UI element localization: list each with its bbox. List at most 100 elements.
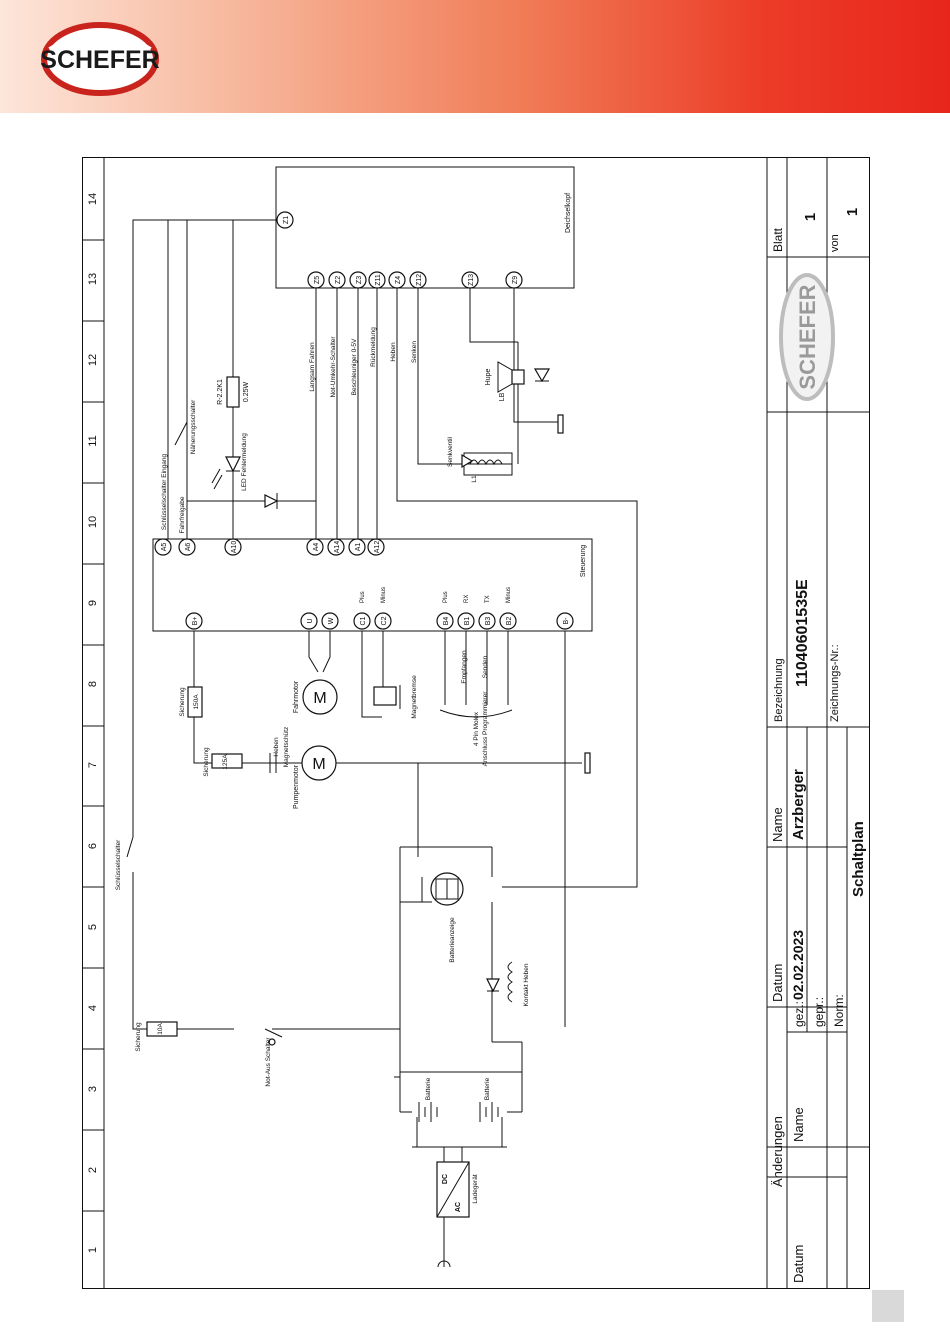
signal-label: Rückmeldung — [370, 327, 377, 367]
fuse125-value: 125A — [222, 754, 229, 770]
grid-label: 3 — [87, 1086, 99, 1092]
grid-labels: 1 2 3 4 5 6 7 8 9 10 11 12 13 14 — [87, 193, 99, 1253]
pin-label: B3 — [485, 617, 492, 626]
pin-z1-label: Z1 — [283, 216, 290, 224]
kontakt-heben: Kontakt Heben — [486, 961, 530, 1007]
pin-a1 — [348, 538, 366, 556]
schematic-sheet: 1 2 3 4 5 6 7 8 9 10 11 12 13 14 Änderun… — [82, 157, 870, 1289]
fuse150-value: 150A — [193, 694, 200, 710]
magnetschuetz: Magnetschütz Heben — [269, 727, 290, 773]
label-von: von — [829, 234, 841, 252]
logo-text: SCHEFER — [40, 46, 159, 74]
value-gez-date: 02.02.2023 — [790, 930, 806, 1000]
pin-b-plus — [185, 612, 203, 630]
label-plus: Plus — [443, 591, 449, 603]
magnetbremse-label: Magnetbremse — [411, 675, 418, 719]
senden-label: Senden — [482, 655, 489, 678]
batterieanzeige-label: Batterieanzeige — [449, 917, 456, 963]
label-minus: Minus — [506, 587, 512, 603]
fuse10-value: 10A — [157, 1023, 164, 1035]
label-datum-col: Datum — [791, 1245, 806, 1283]
pin-b4 — [436, 612, 454, 630]
fuse-125a: 125A Sicherung — [203, 747, 243, 777]
naeherungsschalter: Näherungsschalter — [174, 399, 197, 454]
value-blatt: 1 — [802, 213, 819, 221]
label-aenderungen: Änderungen — [770, 1116, 785, 1187]
grid-label: 9 — [87, 600, 99, 606]
hupe: Hupe LB — [485, 361, 564, 434]
label-blatt: Blatt — [771, 227, 785, 252]
ac-label: AC — [455, 1202, 462, 1212]
hupe-label: Hupe — [485, 369, 492, 386]
pin-a14 — [327, 538, 345, 556]
value-von: 1 — [844, 208, 861, 216]
pin-label: A6 — [185, 543, 192, 552]
battery1-label: Batterie — [425, 1077, 432, 1100]
pin-a5 — [154, 538, 172, 556]
grid-label: 1 — [87, 1247, 99, 1253]
grid-label: 14 — [87, 193, 99, 205]
page-corner-marker — [872, 1290, 904, 1322]
diode-fahrfreigabe — [264, 493, 279, 509]
pin-label: B+ — [192, 617, 199, 626]
value-title: Schaltplan — [850, 821, 867, 897]
label-fahrfreigabe: Fahrfreigabe — [179, 496, 186, 533]
deichselkopf-signals: Langsam Fahren Not-Umkehr-Schalter Besch… — [309, 327, 418, 398]
pin-label: W — [328, 617, 335, 624]
fuse-150a: 150A Sicherung — [179, 686, 203, 718]
pumpenmotor-symbol: M — [312, 756, 325, 773]
fuse150-label: Sicherung — [179, 687, 186, 717]
pin-label: Z11 — [375, 274, 382, 286]
pin-label: A1 — [355, 543, 362, 552]
pin-label: Z3 — [356, 276, 363, 284]
pin-label: A14 — [334, 541, 341, 554]
pin-label: A12 — [374, 541, 381, 554]
programmer-connector: Empfangen Senden 4 Pin Molex Anschluss P… — [439, 650, 513, 766]
steuerung-label: Steuerung — [580, 545, 587, 577]
pin-label: C2 — [381, 616, 388, 625]
deichselkopf-box: Deichselkopf Z1 Z5 Z2 Z3 Z11 Z4 Z12 Z13 … — [275, 166, 575, 289]
value-gez-name: Arzberger — [790, 769, 807, 840]
label-name-col: Name — [791, 1107, 806, 1142]
fahrmotor-label: Fahrmotor — [293, 680, 300, 713]
heben-label: Heben — [273, 737, 280, 757]
senkventil: Senkventil L1 — [447, 436, 513, 483]
dc-label: DC — [442, 1174, 449, 1184]
molex-label: 4 Pin Molex — [473, 711, 480, 746]
pin-a4 — [306, 538, 324, 556]
pumpenmotor: M Pumpenmotor — [293, 745, 591, 809]
l1-label: L1 — [471, 475, 478, 483]
value-bezeichnung: 11040601535E — [794, 579, 811, 687]
pin-label: B4 — [443, 617, 450, 626]
schluessel-label: Schlüsselschalter — [115, 839, 122, 890]
pin-a12 — [367, 538, 385, 556]
pin-label: B1 — [464, 617, 471, 626]
naeh-label: Näherungsschalter — [190, 399, 197, 454]
signal-label: Beschleuniger 0-5V — [351, 338, 358, 395]
pin-label: A4 — [313, 543, 320, 552]
kontakt-label: Kontakt Heben — [523, 963, 530, 1006]
ladegeraet: DC AC Ladegerät — [436, 1161, 479, 1268]
label-minus: Minus — [381, 587, 387, 603]
wiring — [132, 219, 638, 1267]
magnetbremse: Magnetbremse — [373, 675, 418, 719]
grid-label: 4 — [87, 1005, 99, 1011]
batterieanzeige: Batterieanzeige — [430, 872, 464, 963]
title-block-logo: SCHEFER — [779, 273, 835, 401]
pin-c1 — [353, 612, 371, 630]
label-gez: gez.: — [792, 1001, 806, 1027]
pin-label: Z2 — [335, 276, 342, 284]
pin-label: C1 — [360, 616, 367, 625]
schefer-logo: SCHEFER — [40, 22, 160, 96]
grid-ticks — [82, 239, 104, 1212]
pin-label: Z5 — [314, 276, 321, 284]
signal-label: Senken — [411, 341, 418, 363]
signal-label: Langsam Fahren — [309, 342, 316, 392]
pumpenmotor-label: Pumpenmotor — [293, 764, 300, 809]
grid-label: 12 — [87, 354, 99, 366]
pin-label: B- — [563, 617, 570, 625]
label-schluessel-eingang: Schlüsselschalter Eingang — [161, 454, 168, 531]
pin-u — [300, 612, 318, 630]
header-banner: SCHEFER — [0, 0, 950, 113]
pin-w — [321, 612, 339, 630]
